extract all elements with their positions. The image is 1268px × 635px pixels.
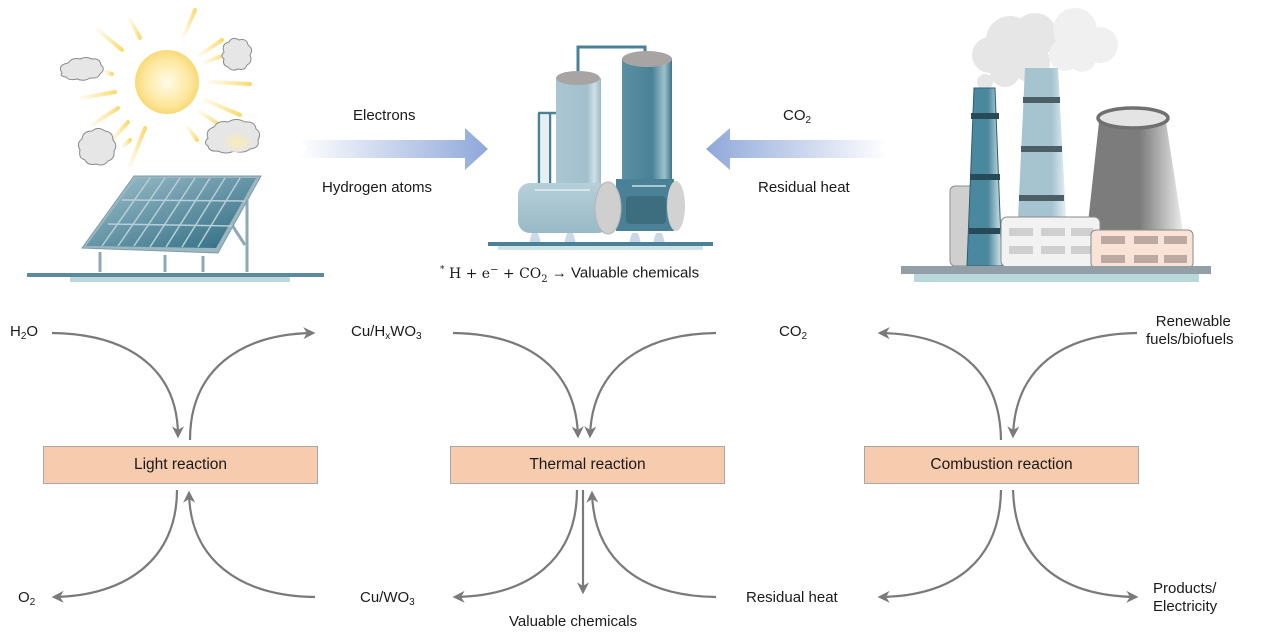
label-part: O [26, 323, 39, 340]
power-plant-illustration [901, 8, 1211, 282]
arrow-combustion-to-products [1011, 489, 1139, 603]
arrow-cuwo3-to-light [183, 490, 316, 599]
label-part: H [10, 323, 21, 340]
co2-sub: 2 [805, 115, 812, 126]
co2-top-label: CO2 [783, 107, 812, 126]
products-electricity-label: Products/Electricity [1153, 580, 1217, 616]
o2-label: O2 [18, 589, 36, 608]
label-part: Renewable [1155, 313, 1231, 330]
label-part: O [18, 589, 30, 606]
eq-star: * [440, 264, 445, 275]
combustion-reaction-box: Combustion reaction [864, 446, 1139, 484]
eq-sub2: 2 [541, 273, 548, 285]
cuwo3-label: Cu/WO3 [360, 589, 415, 608]
solar-illustration [27, 2, 324, 282]
label-part: Cu/H [351, 323, 386, 340]
label-part: Products/ [1153, 580, 1217, 597]
sun-icon [135, 50, 199, 114]
residual-heat-top-label: Residual heat [758, 179, 850, 196]
label-part: 2 [801, 331, 808, 342]
eq-part2: + CO [498, 265, 542, 282]
arrow-light-to-cuhxwo3 [188, 327, 316, 441]
co2-main: CO [783, 107, 806, 124]
residual-heat-label: Residual heat [746, 589, 838, 606]
cuhxwo3-label-1: Cu/HxWO3 [351, 323, 422, 342]
label-part: 3 [416, 331, 422, 342]
hydrogen-atoms-label: Hydrogen atoms [322, 179, 433, 196]
electrons-arrow [298, 128, 488, 170]
eq-part1: H + e [448, 265, 491, 282]
label-part: fuels/biofuels [1146, 331, 1234, 348]
label-part: Cu/WO [360, 589, 410, 606]
co2-label-bottom: CO2 [779, 323, 808, 342]
valuable-chemicals-label: Valuable chemicals [509, 613, 638, 630]
label-part: x [385, 331, 391, 342]
arrow-heat-to-thermal [586, 490, 717, 599]
arrow-thermal-to-cuwo3 [452, 489, 579, 603]
eq-arrow: → [547, 264, 572, 282]
label-part: Electricity [1153, 598, 1218, 615]
solar-panel-icon [27, 175, 324, 282]
arrow-cuhxwo3-to-thermal [452, 331, 584, 439]
eq-product: Valuable chemicals [571, 264, 700, 282]
flow-arrows [51, 327, 1139, 603]
reactor-illustration [488, 45, 713, 250]
arrow-h2o-to-light [51, 331, 185, 439]
arrow-combustion-to-heat [877, 489, 1003, 603]
arrow-combustion-to-co2 [877, 327, 1003, 441]
electrons-label: Electrons [353, 107, 416, 124]
arrow-co2-to-thermal [584, 331, 717, 439]
label-part: 2 [29, 597, 36, 608]
cloud-icon [60, 37, 261, 166]
light-reaction-box: Light reaction [43, 446, 318, 484]
label-part: 2 [20, 331, 27, 342]
label-part: CO [779, 323, 802, 340]
eq-reactants: * H + e− + CO2 [440, 264, 548, 285]
label-part: WO [390, 323, 417, 340]
arrow-fuels-to-combustion [1007, 331, 1138, 439]
arrow-light-to-o2 [51, 489, 179, 603]
co2-heat-arrow [706, 128, 888, 170]
h2o-label: H2O [10, 323, 39, 342]
thermal-reaction-box: Thermal reaction [450, 446, 725, 484]
reaction-equation: * H + e− + CO2 → Valuable chemicals [440, 264, 699, 284]
label-part: 3 [409, 597, 415, 608]
eq-minus: − [490, 264, 499, 275]
sun-rays-icon [80, 2, 252, 167]
